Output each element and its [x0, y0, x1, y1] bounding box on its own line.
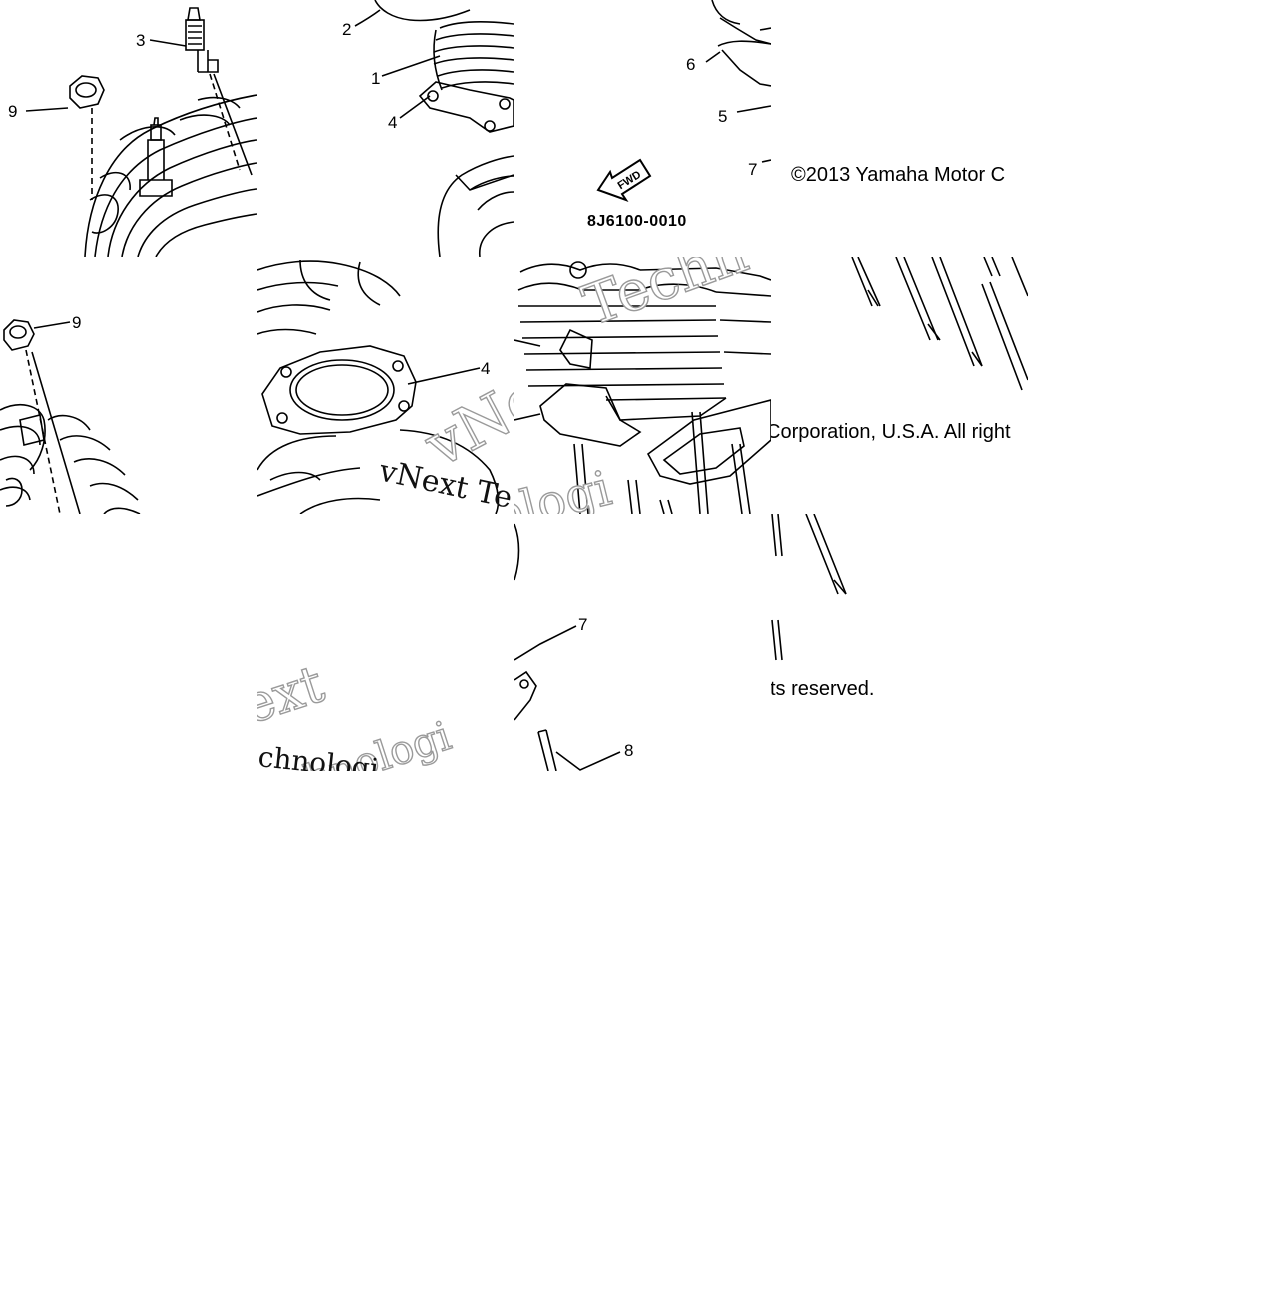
tile-watermark-bottom: ext hnologi chnologi [235, 654, 457, 771]
tile-head-right-top: 2 1 4 [342, 0, 514, 257]
tile-gasket-middle: 4 vNe vNext Te [257, 259, 514, 514]
tile-copyright-bottom: ts reserved. [770, 514, 874, 700]
tile-head-left-middle: 9 [0, 313, 141, 514]
callout-9-top: 9 [8, 102, 17, 121]
copyright-line-3: ts reserved. [770, 678, 874, 700]
callout-4-top: 4 [388, 113, 397, 132]
tile-studs-bottom: 7 8 [514, 523, 633, 771]
callout-3: 3 [136, 31, 145, 50]
tile-copyright-top: ©2013 Yamaha Motor C [791, 164, 1005, 186]
callout-9-middle: 9 [72, 313, 81, 332]
copyright-line-2: Corporation, U.S.A. All right [766, 421, 1011, 443]
tile-head-left-top: 9 3 [8, 7, 257, 257]
part-code: 8J6100-0010 [587, 213, 687, 230]
copyright-line-1: ©2013 Yamaha Motor C [791, 164, 1005, 186]
callout-1: 1 [371, 69, 380, 88]
watermark-ext: ext [235, 654, 331, 736]
callout-5: 5 [718, 107, 727, 126]
tile-copyright-middle: Corporation, U.S.A. All right [766, 257, 1028, 443]
tile-legend-top: FWD 8J6100-0010 6 5 7 [587, 0, 771, 230]
callout-6: 6 [686, 55, 695, 74]
callout-4-middle: 4 [481, 359, 490, 378]
callout-7-bottom: 7 [578, 615, 587, 634]
callout-7-top: 7 [748, 160, 757, 179]
fwd-arrow-icon [596, 158, 652, 202]
callout-8: 8 [624, 741, 633, 760]
callout-2: 2 [342, 20, 351, 39]
tile-cylinder-middle: Techn ologi [514, 257, 771, 514]
